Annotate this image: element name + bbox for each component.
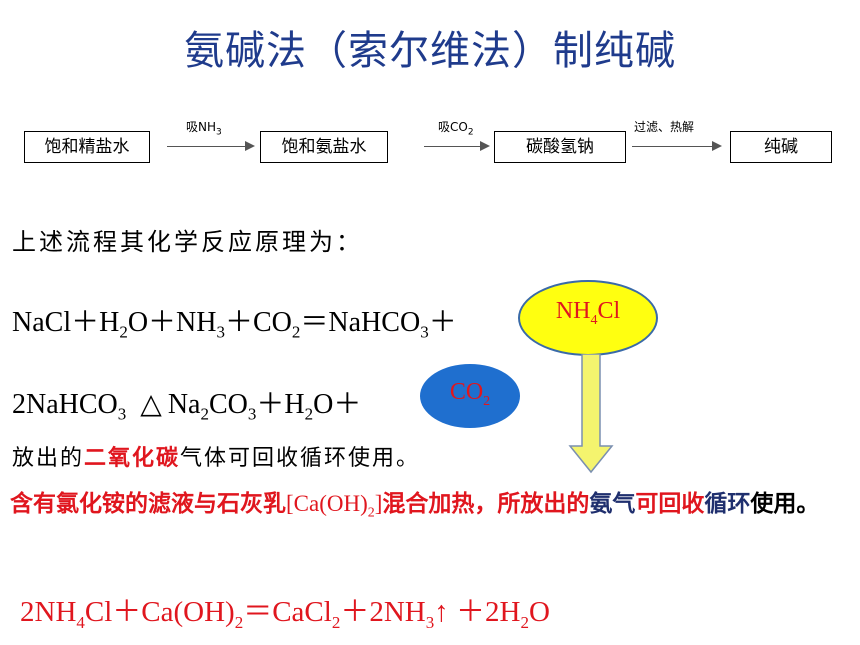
flow-arrow-line [167,146,247,147]
ammonia-recovery-text: 含有氯化铵的滤液与石灰乳[Ca(OH)2]混合加热，所放出的氨气可回收循环使用。 [10,490,820,521]
flow-arrow-label-co2: 吸CO2 [438,120,474,138]
heat-symbol: △ [140,389,162,420]
flow-box-brine: 饱和精盐水 [24,131,150,163]
flow-arrow-label-nh3: 吸NH3 [186,120,222,138]
co2-bubble: CO2 [420,364,520,428]
arrow-right-icon [245,141,255,151]
reaction-equation-1: NaCl＋H2O＋NH3＋CO2＝NaHCO3＋ [12,307,457,342]
flow-arrow-label-filter-heat: 过滤、热解 [634,120,695,134]
down-arrow-icon [568,354,614,474]
nh4cl-label: NH4Cl [555,298,621,328]
arrow-right-icon [480,141,490,151]
ammonia-regeneration-equation: 2NH4Cl＋Ca(OH)2＝CaCl2＋2NH3↑ ＋2H2O [20,596,550,632]
flow-arrow-line [632,146,714,147]
flow-box-soda-ash: 纯碱 [730,131,832,163]
recycle-note: 放出的二氧化碳气体可回收循环使用。 [12,445,421,471]
arrow-right-icon [712,141,722,151]
reaction-equation-2: 2NaHCO3△Na2CO3＋H2O＋ [12,389,362,424]
flow-box-ammoniated-brine: 饱和氨盐水 [260,131,388,163]
page-title: 氨碱法（索尔维法）制纯碱 [184,28,676,74]
flow-box-sodium-bicarbonate: 碳酸氢钠 [494,131,626,163]
nh4cl-bubble: NH4Cl [518,280,658,356]
co2-label: CO2 [449,379,491,409]
flow-arrow-line [424,146,482,147]
intro-text: 上述流程其化学反应原理为： [12,228,363,256]
